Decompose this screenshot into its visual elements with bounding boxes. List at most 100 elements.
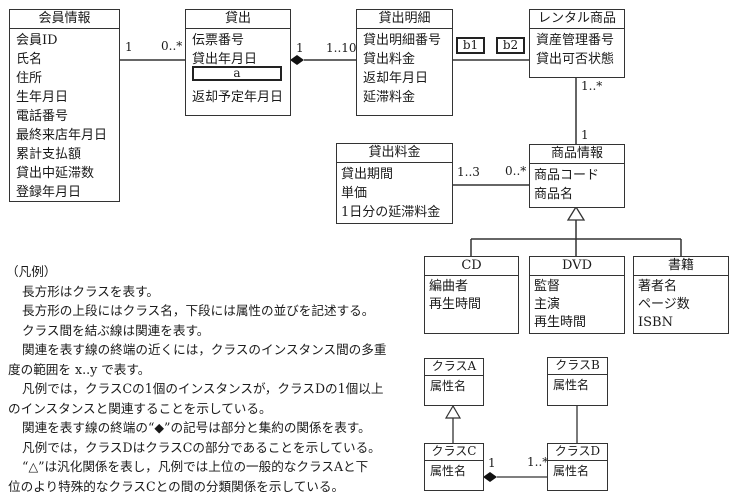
- aggregation-diamond-icon: [290, 55, 304, 65]
- attr: 生年月日: [16, 90, 69, 105]
- example-mult-c: 1: [488, 456, 496, 470]
- class-rental-item: レンタル商品 資産管理番号 貸出可否状態: [529, 9, 625, 78]
- attr: 主演: [534, 297, 561, 312]
- class-rental-fee-attrs: 貸出期間 単価 1日分の延滞料金: [337, 163, 452, 222]
- example-class-c-name: クラスC: [425, 444, 483, 461]
- legend-line: のインスタンスと関連することを示している。: [8, 400, 272, 416]
- generalization-triangle-icon: [566, 205, 586, 221]
- attr: 会員ID: [16, 33, 58, 48]
- class-product-info-attrs: 商品コード 商品名: [530, 164, 624, 204]
- attr: 返却予定年月日: [192, 90, 284, 105]
- mult-member-rental-left: 1: [125, 40, 133, 54]
- example-class-d-name: クラスD: [548, 444, 607, 461]
- class-product-info: 商品情報 商品コード 商品名: [529, 144, 625, 208]
- class-dvd: DVD 監督 主演 再生時間: [529, 256, 625, 334]
- attr: 著者名: [638, 279, 678, 294]
- attr: 貸出中延滞数: [16, 166, 95, 181]
- legend-line: 関連を表す線の終端の近くには，クラスのインスタンス間の多重: [22, 342, 387, 357]
- class-rental-fee: 貸出料金 貸出期間 単価 1日分の延滞料金: [336, 143, 453, 224]
- legend-line: 長方形の上段にはクラス名，下段には属性の並びを記述する。: [22, 303, 375, 318]
- attr: 商品コード: [534, 168, 600, 183]
- mult-item-top: 1..*: [581, 79, 603, 93]
- example-generalization-triangle-icon: [444, 404, 462, 419]
- class-dvd-attrs: 監督 主演 再生時間: [530, 276, 624, 332]
- mult-fee-right: 0..*: [505, 164, 527, 178]
- class-rental-item-name: レンタル商品: [530, 10, 624, 29]
- attr: 貸出可否状態: [536, 52, 615, 67]
- legend-line: “△”は汎化関係を表し，凡例では上位の一般的なクラスAと下: [22, 459, 369, 474]
- legend-line: クラス間を結ぶ線は関連を表す。: [22, 322, 210, 338]
- attr: 再生時間: [429, 297, 482, 312]
- legend-line: 長方形はクラスを表す。: [22, 283, 160, 299]
- example-aggregation-diamond-icon: [483, 472, 497, 482]
- example-class-c: クラスC 属性名: [424, 443, 484, 491]
- class-cd-attrs: 編曲者 再生時間: [425, 276, 518, 314]
- attr: 貸出料金: [363, 52, 416, 67]
- attr: 監督: [534, 279, 561, 294]
- attr: 商品名: [534, 187, 574, 202]
- class-rental-detail: 貸出明細 貸出明細番号 貸出料金 返却年月日 延滞料金: [356, 9, 453, 116]
- class-rental-name: 貸出: [186, 10, 290, 29]
- class-rental-item-attrs: 資産管理番号 貸出可否状態: [530, 29, 624, 69]
- mult-item-bottom: 1: [581, 128, 589, 142]
- attr: 単価: [341, 186, 368, 201]
- example-class-d-attr: 属性名: [553, 464, 590, 478]
- attr: 累計支払額: [16, 147, 82, 162]
- blank-slot-b1: b1: [456, 37, 485, 54]
- mult-member-rental-right: 0..*: [161, 39, 183, 53]
- attr: 氏名: [16, 52, 43, 67]
- class-rental-attrs: 伝票番号 貸出年月日 返却予定年月日: [186, 29, 290, 107]
- class-product-info-name: 商品情報: [530, 145, 624, 164]
- attr: 貸出年月日: [192, 52, 258, 67]
- blank-slot-a: a: [192, 66, 282, 81]
- mult-rental-detail-right: 1..10: [326, 41, 357, 55]
- attr: ページ数: [638, 297, 690, 312]
- example-class-b-attr: 属性名: [553, 378, 590, 392]
- class-dvd-name: DVD: [530, 257, 624, 276]
- attr: 延滞料金: [363, 90, 416, 105]
- example-class-a: クラスA 属性名: [424, 358, 484, 406]
- attr: 貸出明細番号: [363, 33, 442, 48]
- attr: 1日分の延滞料金: [341, 205, 441, 220]
- class-book-name: 書籍: [634, 257, 728, 276]
- class-rental-detail-attrs: 貸出明細番号 貸出料金 返却年月日 延滞料金: [357, 29, 452, 107]
- class-member: 会員情報 会員ID 氏名 住所 生年月日 電話番号 最終来店年月日 累計支払額 …: [9, 9, 120, 202]
- legend-title: （凡例）: [6, 264, 57, 279]
- attr: 電話番号: [16, 109, 69, 124]
- attr: ISBN: [638, 315, 673, 330]
- class-rental: 貸出 伝票番号 貸出年月日 返却予定年月日: [185, 9, 291, 116]
- class-member-name: 会員情報: [10, 10, 119, 29]
- class-rental-fee-name: 貸出料金: [337, 144, 452, 163]
- class-cd-name: CD: [425, 257, 518, 276]
- attr: 貸出期間: [341, 167, 394, 182]
- legend: （凡例） 長方形はクラスを表す。 長方形の上段にはクラス名，下段には属性の並びを…: [6, 262, 412, 496]
- class-cd: CD 編曲者 再生時間: [424, 256, 519, 334]
- class-member-attrs: 会員ID 氏名 住所 生年月日 電話番号 最終来店年月日 累計支払額 貸出中延滞…: [10, 29, 119, 202]
- attr: 最終来店年月日: [16, 128, 108, 143]
- mult-fee-left: 1..3: [457, 165, 480, 179]
- legend-line: 位のより特殊的なクラスCとの間の分類関係を示している。: [8, 478, 345, 494]
- blank-slot-b2: b2: [496, 37, 525, 54]
- example-class-a-name: クラスA: [425, 359, 483, 376]
- legend-line: 度の範囲を x..y で表す。: [8, 361, 151, 377]
- example-mult-d: 1..*: [527, 455, 549, 469]
- attr: 再生時間: [534, 315, 587, 330]
- attr: 資産管理番号: [536, 33, 615, 48]
- mult-rental-detail-left: 1: [296, 41, 304, 55]
- class-book-attrs: 著者名 ページ数 ISBN: [634, 276, 728, 332]
- example-class-b-name: クラスB: [548, 358, 607, 375]
- attr: 住所: [16, 71, 43, 86]
- attr: 返却年月日: [363, 71, 429, 86]
- attr: 伝票番号: [192, 33, 245, 48]
- legend-line: 関連を表す線の終端の“◆”の記号は部分と集約の関係を表す。: [22, 420, 371, 435]
- class-book: 書籍 著者名 ページ数 ISBN: [633, 256, 729, 334]
- legend-line: 凡例では，クラスCの1個のインスタンスが，クラスDの1個以上: [22, 381, 384, 396]
- attr: 編曲者: [429, 279, 469, 294]
- example-class-a-attr: 属性名: [430, 379, 467, 393]
- class-rental-detail-name: 貸出明細: [357, 10, 452, 29]
- example-class-d: クラスD 属性名: [547, 443, 608, 491]
- example-class-b: クラスB 属性名: [547, 357, 608, 406]
- attr: 登録年月日: [16, 185, 82, 200]
- legend-line: 凡例では，クラスDはクラスCの部分であることを示している。: [22, 439, 381, 455]
